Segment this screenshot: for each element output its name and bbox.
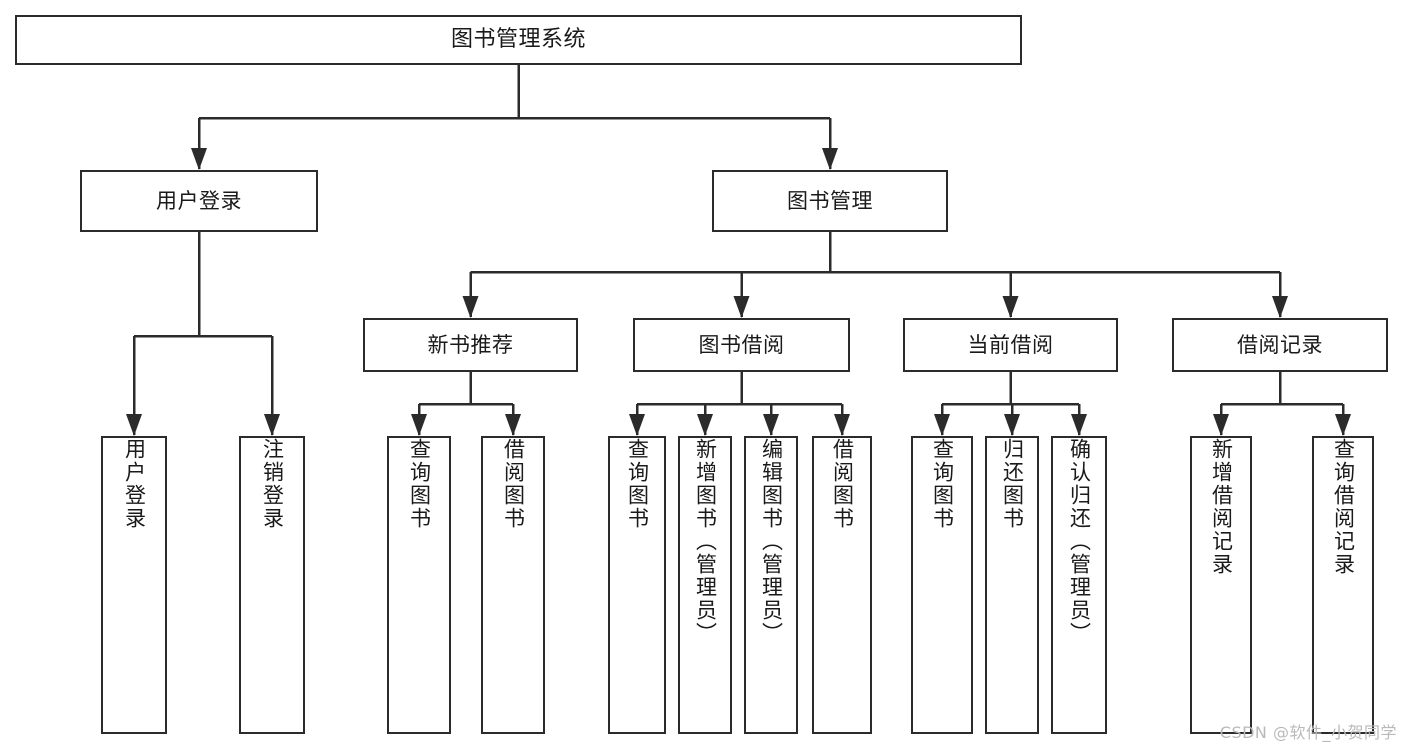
node-label: 新书推荐 xyxy=(427,332,514,357)
node-f8[interactable]: 借阅图书 xyxy=(812,436,872,734)
node-label: 确认归还（管理员） xyxy=(1067,438,1092,645)
node-label: 归还图书 xyxy=(1000,438,1025,530)
node-f1[interactable]: 用户登录 xyxy=(101,436,167,734)
node-f13[interactable]: 查询借阅记录 xyxy=(1312,436,1374,734)
node-root[interactable]: 图书管理系统 xyxy=(15,15,1022,65)
node-label: 注销登录 xyxy=(260,438,285,530)
node-f2[interactable]: 注销登录 xyxy=(239,436,305,734)
node-l2d[interactable]: 借阅记录 xyxy=(1172,318,1388,372)
node-label: 当前借阅 xyxy=(967,332,1054,357)
node-label: 图书管理系统 xyxy=(450,27,586,53)
node-label: 新增图书（管理员） xyxy=(693,438,718,645)
watermark-text: CSDN @软件_小贺同学 xyxy=(1219,723,1397,742)
node-l2b[interactable]: 图书借阅 xyxy=(633,318,850,372)
node-f7[interactable]: 编辑图书（管理员） xyxy=(744,436,798,734)
node-label: 图书管理 xyxy=(787,188,873,213)
node-label: 查询图书 xyxy=(407,438,432,530)
node-label: 新增借阅记录 xyxy=(1209,438,1234,576)
node-label: 编辑图书（管理员） xyxy=(759,438,784,645)
node-f3[interactable]: 查询图书 xyxy=(387,436,451,734)
node-l2c[interactable]: 当前借阅 xyxy=(903,318,1118,372)
node-f6[interactable]: 新增图书（管理员） xyxy=(678,436,732,734)
node-label: 借阅图书 xyxy=(501,438,526,530)
node-l1b[interactable]: 图书管理 xyxy=(712,170,948,232)
node-label: 查询图书 xyxy=(625,438,650,530)
node-label: 查询图书 xyxy=(930,438,955,530)
node-label: 借阅图书 xyxy=(830,438,855,530)
node-label: 借阅记录 xyxy=(1237,332,1323,357)
node-l2a[interactable]: 新书推荐 xyxy=(363,318,578,372)
node-label: 用户登录 xyxy=(156,188,242,213)
node-f5[interactable]: 查询图书 xyxy=(608,436,666,734)
node-l1a[interactable]: 用户登录 xyxy=(80,170,318,232)
node-label: 图书借阅 xyxy=(698,332,785,357)
node-label: 用户登录 xyxy=(122,438,147,530)
node-f11[interactable]: 确认归还（管理员） xyxy=(1051,436,1107,734)
node-f10[interactable]: 归还图书 xyxy=(985,436,1039,734)
node-label: 查询借阅记录 xyxy=(1331,438,1356,576)
node-f9[interactable]: 查询图书 xyxy=(911,436,973,734)
node-f4[interactable]: 借阅图书 xyxy=(481,436,545,734)
node-f12[interactable]: 新增借阅记录 xyxy=(1190,436,1252,734)
